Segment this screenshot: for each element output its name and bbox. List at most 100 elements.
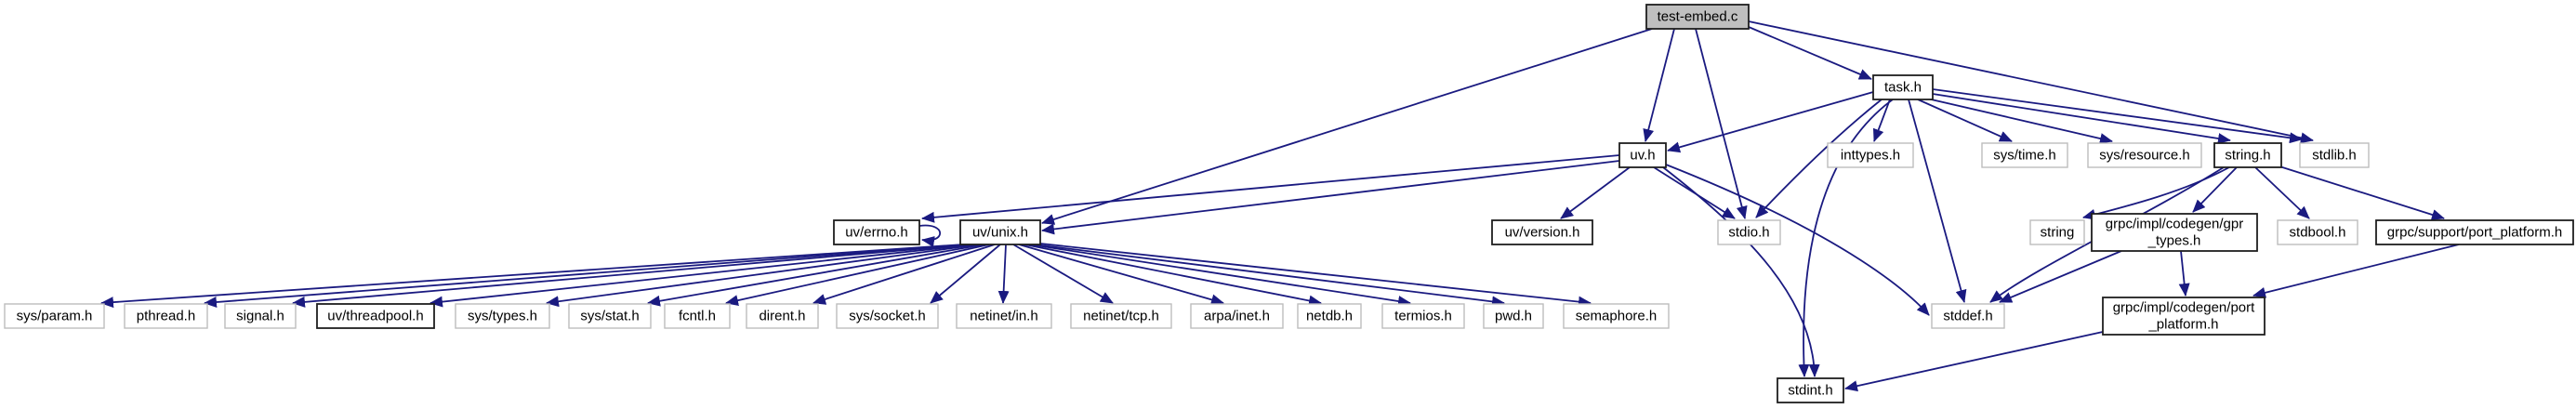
edge-grpc-support-port-platform-h-to-grpc-impl-codegen-port-platform-h [2252,244,2460,298]
node-stdlib-h: stdlib.h [2299,142,2370,168]
node-pwd-h: pwd.h [1483,303,1544,329]
edge-uv-unix-h-to-sys-socket-h [930,244,1001,304]
node-label: sys/resource.h [2099,148,2190,164]
node-label: stdlib.h [2312,148,2357,164]
edge-uv-unix-h-to-pthread-h [204,244,968,308]
edge-uv-unix-h-to-semaphore-h [1039,243,1592,308]
node-label: inttypes.h [1841,148,1900,164]
node-grpc-support-port-platform-h[interactable]: grpc/support/port_platform.h [2375,219,2574,245]
node-label: stddef.h [1943,309,1992,324]
node-sys-resource-h: sys/resource.h [2087,142,2202,168]
node-netinet-in-h: netinet/in.h [956,303,1052,329]
edge-uv-h-to-stddef-h [1665,164,1930,316]
node-label: uv/unix.h [972,225,1028,241]
node-label: uv/threadpool.h [327,309,423,324]
node-label: stdio.h [1728,225,1769,241]
node-label: string.h [2225,148,2270,164]
node-label: netdb.h [1306,309,1353,324]
node-label: sys/types.h [468,309,537,324]
edge-task-h-to-stddef-h [1908,99,1967,303]
node-uv-h[interactable]: uv.h [1618,142,1667,168]
node-dirent-h: dirent.h [746,303,819,329]
edge-task-h-to-sys-resource-h [1926,98,2113,144]
node-label: dirent.h [759,309,805,324]
node-stddef-h: stddef.h [1931,303,2005,329]
edge-uv-unix-h-to-sys-stat-h [647,244,985,307]
edge-task-h-to-uv-h [1667,91,1874,153]
node-sys-socket-h: sys/socket.h [836,303,939,329]
edge-uv-unix-h-to-fcntl-h [725,244,990,307]
node-string-h[interactable]: string.h [2213,142,2282,168]
node-sys-stat-h: sys/stat.h [568,303,652,329]
edge-uv-unix-h-to-dirent-h [812,244,996,305]
edge-test-embed-c-to-stdlib-h [1748,20,2314,144]
edge-uv-h-to-uv-version-h [1560,166,1631,219]
node-sys-time-h: sys/time.h [1981,142,2068,168]
node-semaphore-h: semaphore.h [1563,303,1670,329]
node-termios-h: termios.h [1381,303,1465,329]
edge-grpc-impl-codegen-port-platform-h-to-stdint-h [1844,331,2104,392]
node-label: grpc/support/port_platform.h [2387,225,2562,241]
node-signal-h: signal.h [224,303,297,329]
node-netinet-tcp-h: netinet/tcp.h [1070,303,1172,329]
edge-uv-unix-h-to-netinet-tcp-h [1012,244,1114,304]
node-string: string [2029,219,2085,245]
node-stdint-h[interactable]: stdint.h [1777,377,1844,403]
node-label: sys/stat.h [580,309,639,324]
node-test-embed-c: test-embed.c [1645,4,1750,30]
edge-uv-unix-h-to-netinet-in-h [997,244,1010,304]
edge-uv-unix-h-to-sys-param-h [100,244,964,309]
edge-task-h-to-stdint-h [1798,99,1894,377]
node-uv-version-h[interactable]: uv/version.h [1491,219,1593,245]
edge-string-h-to-grpc-support-port-platform-h [2279,165,2445,220]
edge-uv-unix-h-to-arpa-inet-h [1018,244,1224,306]
node-uv-errno-h[interactable]: uv/errno.h [833,219,920,245]
edge-gpr-types-h-to-stddef-h [1999,250,2122,303]
node-label: _types.h [2147,233,2201,249]
edge-string-h-to-stdbool-h [2254,166,2310,219]
node-arpa-inet-h: arpa/inet.h [1190,303,1284,329]
node-label: task.h [1884,80,1922,96]
edge-task-h-to-inttypes-h [1872,99,1891,142]
node-label: netinet/in.h [970,309,1037,324]
node-label: sys/param.h [17,309,93,324]
node-label: uv/errno.h [845,225,908,241]
node-task-h[interactable]: task.h [1872,74,1934,100]
edge-uv-errno-h-to-uv-errno-h [918,224,941,247]
node-label: sys/socket.h [849,309,926,324]
node-label: stdbool.h [2290,225,2346,241]
node-stdio-h: stdio.h [1717,219,1781,245]
edge-uv-unix-h-to-sys-types-h [546,244,981,308]
edge-uv-unix-h-to-uv-threadpool-h [429,244,976,308]
edge-uv-unix-h-to-netdb-h [1024,244,1322,307]
edge-task-h-to-string-h [1932,93,2231,144]
node-label: grpc/impl/codegen/port [2113,300,2255,316]
node-stdbool-h: stdbool.h [2277,219,2358,245]
node-uv-unix-h[interactable]: uv/unix.h [959,219,1041,245]
edge-test-embed-c-to-uv-unix-h [1041,28,1653,225]
node-label: grpc/impl/codegen/gpr [2106,217,2243,232]
edge-test-embed-c-to-uv-h [1643,28,1675,142]
edge-task-h-to-stdio-h [1755,99,1882,218]
node-grpc-impl-codegen-port-platform-h[interactable]: grpc/impl/codegen/port_platform.h [2102,297,2266,336]
node-label: arpa/inet.h [1204,309,1270,324]
node-label: uv.h [1630,148,1655,164]
node-label: signal.h [236,309,284,324]
nodes-layer: test-embed.c task.h uv.h inttypes.h sys/time… [4,4,2574,403]
edge-test-embed-c-to-task-h [1748,26,1872,80]
node-gpr-types-h[interactable]: grpc/impl/codegen/gpr_types.h [2091,213,2258,252]
edge-uv-h-to-stdint-h [1662,166,1820,377]
node-label: fcntl.h [679,309,716,324]
node-label: semaphore.h [1576,309,1658,324]
node-inttypes-h: inttypes.h [1827,142,1914,168]
node-label: uv/version.h [1505,225,1580,241]
node-uv-threadpool-h[interactable]: uv/threadpool.h [316,303,435,329]
edge-gpr-types-h-to-grpc-impl-codegen-port-platform-h [2178,250,2190,297]
node-label: string [2041,225,2075,241]
node-netdb-h: netdb.h [1297,303,1362,329]
node-label: pthread.h [137,309,195,324]
edge-uv-h-to-uv-unix-h [1041,160,1620,235]
node-label: netinet/tcp.h [1083,309,1159,324]
node-pthread-h: pthread.h [124,303,208,329]
